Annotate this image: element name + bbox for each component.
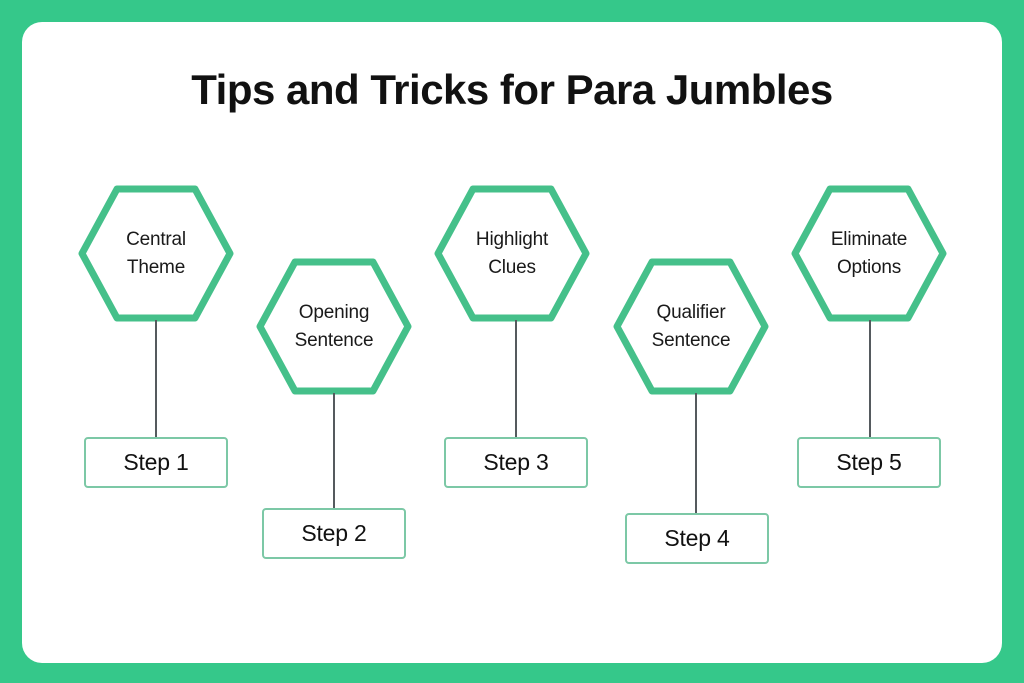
hexagon-label-line1: Eliminate <box>830 228 908 250</box>
step-box[interactable]: Step 1 <box>84 437 228 488</box>
hexagon-icon <box>791 185 947 322</box>
hexagon-label-line2: Clues <box>488 256 536 278</box>
hexagon-icon <box>434 185 590 322</box>
hexagon-label-line2: Options <box>836 256 902 278</box>
hexagon-label-line1: Central <box>126 228 186 250</box>
hexagon-label-line2: Sentence <box>651 329 731 351</box>
step-box-label: Step 5 <box>836 449 902 475</box>
connector-line <box>869 320 871 437</box>
connector-line <box>515 320 517 437</box>
hexagon-label-line1: Highlight <box>475 228 549 250</box>
hexagon-label-line1: Qualifier <box>656 301 726 323</box>
page-title: Tips and Tricks for Para Jumbles <box>191 66 833 113</box>
hexagon-icon <box>78 185 234 322</box>
step-box-label: Step 3 <box>483 449 549 475</box>
hexagon-icon <box>256 258 412 395</box>
connector-line <box>695 393 697 513</box>
hexagon-icon <box>613 258 769 395</box>
step-box[interactable]: Step 4 <box>625 513 769 564</box>
step-box[interactable]: Step 5 <box>797 437 941 488</box>
hexagon-label-line2: Sentence <box>294 329 374 351</box>
step-box-label: Step 2 <box>301 520 367 546</box>
step-box-label: Step 1 <box>123 449 189 475</box>
connector-line <box>333 393 335 508</box>
hexagon-label-line2: Theme <box>126 256 186 278</box>
step-box[interactable]: Step 2 <box>262 508 406 559</box>
white-card: Tips and Tricks for Para Jumbles Central… <box>22 22 1002 663</box>
connector-line <box>155 320 157 437</box>
step-box[interactable]: Step 3 <box>444 437 588 488</box>
step-box-label: Step 4 <box>664 525 730 551</box>
hexagon-label-line1: Opening <box>298 301 370 323</box>
